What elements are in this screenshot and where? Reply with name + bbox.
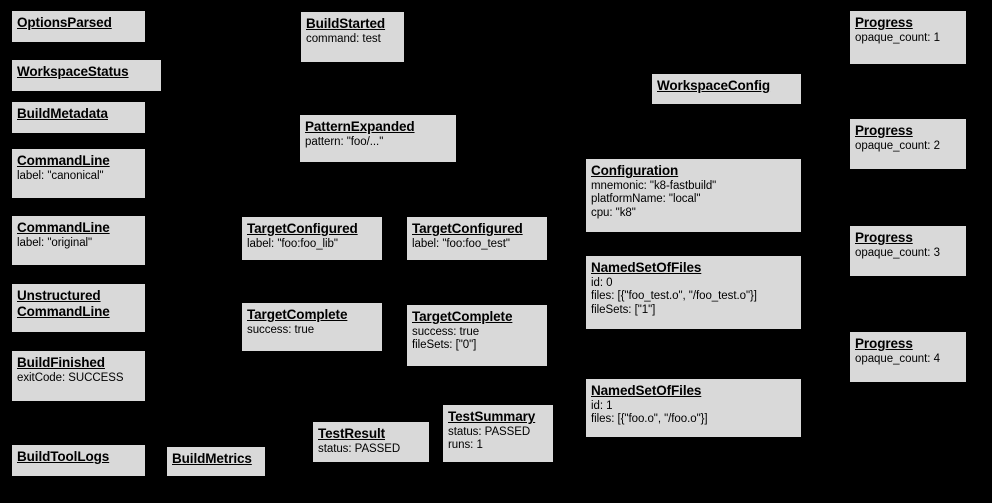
event-node-fields: pattern: "foo/..." — [305, 136, 451, 150]
event-node-title: Progress — [855, 123, 913, 138]
event-node-field: opaque_count: 4 — [855, 352, 940, 365]
event-node-build-tool-logs[interactable]: BuildToolLogs — [11, 444, 146, 477]
event-node-field: files: [{"foo.o", "/foo.o"}] — [591, 413, 708, 426]
event-node-field: success: true — [412, 325, 480, 338]
event-node-field: runs: 1 — [448, 439, 483, 452]
event-node-title: Progress — [855, 336, 913, 351]
event-node-fields: opaque_count: 3 — [855, 247, 961, 261]
event-node-title: BuildToolLogs — [17, 449, 110, 464]
event-node-field: opaque_count: 2 — [855, 139, 940, 152]
event-node-title: NamedSetOfFiles — [591, 383, 702, 398]
event-node-fields: success: true — [247, 324, 377, 338]
event-node-title: WorkspaceConfig — [657, 78, 771, 93]
event-node-title: OptionsParsed — [17, 15, 112, 30]
event-node-field: status: PASSED — [448, 425, 531, 438]
event-node-fields: status: PASSED — [318, 443, 424, 457]
event-node-field: label: "original" — [17, 236, 93, 249]
event-node-field: success: true — [247, 323, 315, 336]
event-node-title: TargetComplete — [247, 307, 348, 322]
event-node-field: status: PASSED — [318, 442, 401, 455]
event-node-field: fileSets: ["0"] — [412, 339, 477, 352]
event-node-title: BuildMetrics — [172, 451, 252, 466]
event-node-options-parsed[interactable]: OptionsParsed — [11, 10, 146, 43]
event-node-field: id: 0 — [591, 276, 613, 289]
event-node-fields: mnemonic: "k8-fastbuild"platformName: "l… — [591, 180, 796, 221]
event-node-title: Configuration — [591, 163, 679, 178]
event-node-field: pattern: "foo/..." — [305, 135, 384, 148]
event-node-field: fileSets: ["1"] — [591, 304, 656, 317]
event-node-title: TargetComplete — [412, 309, 513, 324]
event-node-fields: label: "original" — [17, 237, 140, 251]
event-node-title: PatternExpanded — [305, 119, 415, 134]
event-node-field: files: [{"foo_test.o", "/foo_test.o"}] — [591, 290, 757, 303]
event-node-title: NamedSetOfFiles — [591, 260, 702, 275]
event-node-field: id: 1 — [591, 399, 613, 412]
event-node-title: CommandLine — [17, 220, 110, 235]
event-node-field: platformName: "local" — [591, 193, 701, 206]
event-node-field: opaque_count: 1 — [855, 31, 940, 44]
event-node-field: label: "canonical" — [17, 169, 104, 182]
event-node-title: TestResult — [318, 426, 386, 441]
event-node-field: mnemonic: "k8-fastbuild" — [591, 179, 717, 192]
event-node-fields: command: test — [306, 33, 399, 47]
event-node-fields: label: "foo:foo_test" — [412, 238, 542, 252]
event-node-title: WorkspaceStatus — [17, 64, 129, 79]
event-node-build-metrics[interactable]: BuildMetrics — [166, 446, 266, 477]
event-node-title: TestSummary — [448, 409, 536, 424]
event-node-title: BuildMetadata — [17, 106, 108, 121]
event-node-fields: label: "canonical" — [17, 170, 140, 184]
event-node-title: BuildStarted — [306, 16, 386, 31]
event-node-title: TargetConfigured — [412, 221, 523, 236]
event-node-field: exitCode: SUCCESS — [17, 371, 124, 384]
event-node-fields: opaque_count: 2 — [855, 140, 961, 154]
event-node-field: label: "foo:foo_test" — [412, 237, 510, 250]
event-node-title: Unstructured CommandLine — [17, 288, 110, 319]
event-node-unstructured-command-line[interactable]: Unstructured CommandLine — [11, 283, 146, 333]
event-node-fields: opaque_count: 1 — [855, 32, 961, 46]
event-node-build-metadata[interactable]: BuildMetadata — [11, 101, 146, 134]
event-node-field: cpu: "k8" — [591, 207, 636, 220]
event-node-field: label: "foo:foo_lib" — [247, 237, 338, 250]
event-node-field: opaque_count: 3 — [855, 246, 940, 259]
event-node-fields: label: "foo:foo_lib" — [247, 238, 377, 252]
event-node-title: Progress — [855, 15, 913, 30]
event-node-title: Progress — [855, 230, 913, 245]
event-node-title: CommandLine — [17, 153, 110, 168]
event-node-title: BuildFinished — [17, 355, 105, 370]
event-node-fields: opaque_count: 4 — [855, 353, 961, 367]
event-node-workspace-config[interactable]: WorkspaceConfig — [651, 73, 802, 105]
event-node-workspace-status[interactable]: WorkspaceStatus — [11, 59, 162, 92]
event-node-fields: exitCode: SUCCESS — [17, 372, 140, 386]
event-node-field: command: test — [306, 32, 381, 45]
event-node-title: TargetConfigured — [247, 221, 358, 236]
